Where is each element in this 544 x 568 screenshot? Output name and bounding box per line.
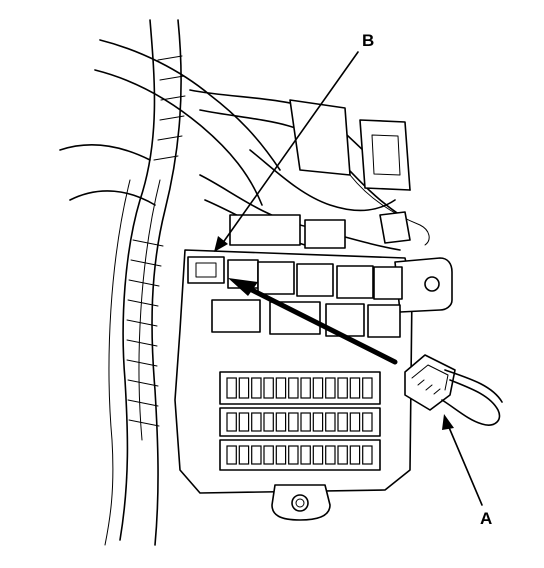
fuse-slot (337, 412, 348, 432)
fuse-slot (251, 377, 262, 399)
wire-harness (59, 19, 430, 546)
fuse-slot (362, 412, 373, 432)
fuse-slot (263, 412, 274, 432)
fuse-slot (226, 412, 237, 432)
fuse-slot (312, 445, 324, 465)
relay-sockets (187, 256, 403, 338)
fuse-slot (251, 445, 262, 465)
fuse-slot (325, 412, 336, 432)
fuse-slot (263, 445, 274, 465)
fuse-slot (288, 445, 299, 465)
fuse-socket-b (187, 256, 225, 284)
fuse-slot (300, 445, 311, 465)
fuse-slot (238, 412, 250, 432)
fuse-slot (226, 377, 237, 399)
fuse-slot (300, 377, 311, 399)
fuse-slot (312, 377, 324, 399)
fuse-slot (238, 377, 250, 399)
fuse-slot (349, 445, 361, 465)
fuse-slot (263, 377, 274, 399)
fuse-slot (288, 412, 299, 432)
fuse-slot (325, 445, 336, 465)
insertion-arrow (228, 278, 398, 365)
fuse-slot (349, 412, 361, 432)
fuse-slot (238, 445, 250, 465)
fuse-slot (275, 445, 287, 465)
fuse-slot (312, 412, 324, 432)
fuse-slot (300, 412, 311, 432)
fuse-slot (362, 377, 373, 399)
callout-a-label: A (480, 509, 492, 528)
fuse-slot (337, 445, 348, 465)
fuse-slot (337, 377, 348, 399)
fuse-slot (288, 377, 299, 399)
fuse-slot (275, 377, 287, 399)
fuse-slot (251, 412, 262, 432)
fuse-rows (219, 371, 381, 471)
fuse-slot (362, 445, 373, 465)
fuse-slot (349, 377, 361, 399)
callout-b-label: B (362, 31, 374, 50)
fuse-slot (325, 377, 336, 399)
fuse-slot (275, 412, 287, 432)
upper-relay-block (229, 99, 411, 249)
jumper-connector (404, 354, 503, 426)
leader-lines (214, 51, 483, 506)
fuse-slot (226, 445, 237, 465)
